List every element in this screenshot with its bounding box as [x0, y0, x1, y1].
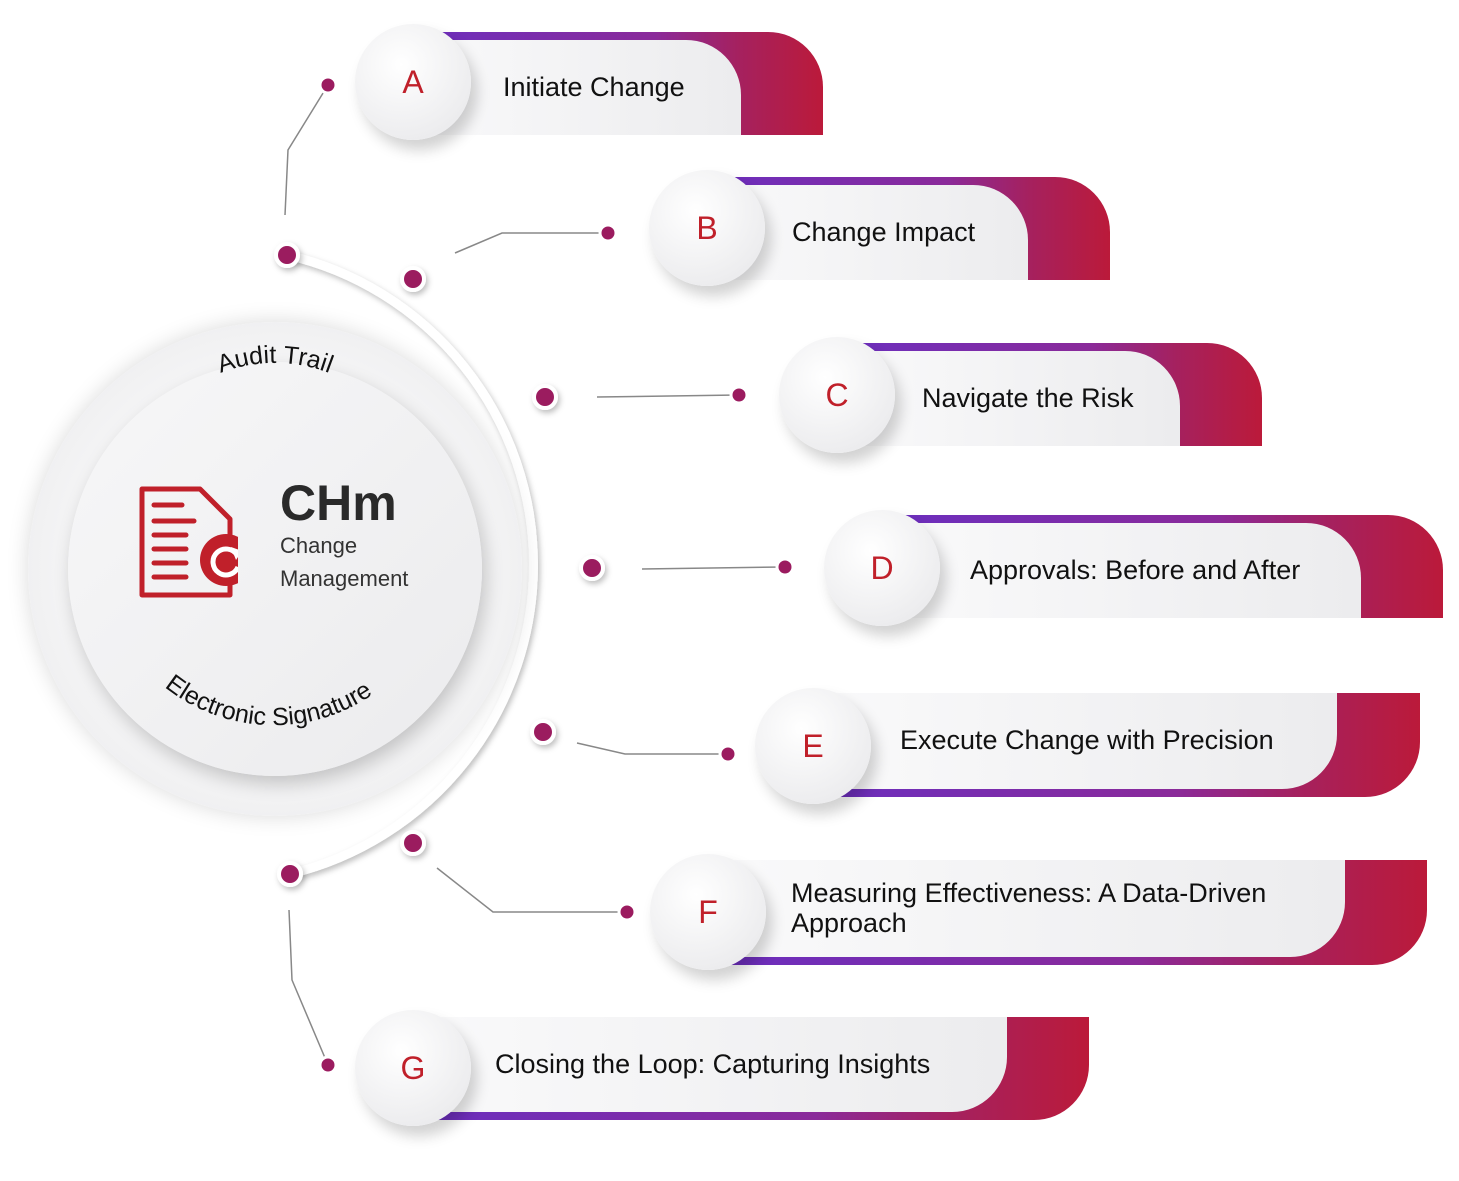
step-badge-f: F: [650, 854, 766, 970]
end-dot: [729, 385, 749, 405]
step-label: Change Impact: [792, 216, 976, 247]
step-letter: G: [400, 1049, 426, 1086]
center-arc-text: Audit Trail Electronic Signature: [161, 341, 377, 731]
step-badge-c: C: [779, 337, 895, 453]
step-label: Approvals: Before and After: [970, 554, 1301, 585]
step-badge-e: E: [755, 688, 871, 804]
step-card-e: Execute Change with Precision: [805, 693, 1420, 797]
step-label: Measuring Effectiveness: A Data-Driven A…: [791, 877, 1267, 938]
connector-b: [454, 232, 607, 254]
brand-subtitle-1: Change: [280, 533, 358, 558]
arc-dot: [400, 830, 426, 856]
svg-text:Electronic Signature: Electronic Signature: [161, 669, 377, 731]
connector-c: [596, 394, 739, 398]
center-brand: CHm Change Management: [280, 478, 408, 593]
arc-dot: [277, 861, 303, 887]
end-dot: [318, 75, 338, 95]
step-letter: B: [696, 209, 718, 246]
step-badge-a: A: [355, 24, 471, 140]
step-label: Closing the Loop: Capturing Insights: [495, 1048, 931, 1079]
end-dot: [318, 1055, 338, 1075]
step-label: Execute Change with Precision: [900, 725, 1274, 756]
document-refresh-icon: [139, 486, 238, 598]
arc-dot: [530, 719, 556, 745]
center-disc: [68, 362, 482, 776]
step-letter: C: [825, 376, 849, 413]
step-letter: F: [698, 893, 718, 930]
step-card-f: Measuring Effectiveness: A Data-Driven A…: [700, 860, 1427, 965]
step-badge-b: B: [649, 170, 765, 286]
step-letter: A: [402, 63, 424, 100]
electronic-signature-label: Electronic Signature: [161, 669, 377, 731]
arc-dot: [400, 266, 426, 292]
step-letter: E: [802, 727, 824, 764]
step-card-g: Closing the Loop: Capturing Insights: [405, 1017, 1089, 1120]
connector-a: [284, 84, 329, 216]
step-label: Initiate Change: [503, 71, 685, 102]
connector-g: [288, 909, 329, 1066]
step-badge-d: D: [824, 510, 940, 626]
end-dot: [775, 557, 795, 577]
connector-d: [641, 566, 785, 570]
audit-trail-label: Audit Trail: [214, 341, 337, 379]
end-dot: [718, 744, 738, 764]
arc-dot: [274, 242, 300, 268]
connector-f: [436, 867, 626, 913]
step-label: Navigate the Risk: [922, 382, 1134, 413]
arc-dot: [579, 555, 605, 581]
step-card-d: Approvals: Before and After: [875, 515, 1443, 618]
brand-name: CHm: [280, 475, 397, 531]
brand-subtitle-2: Management: [280, 565, 409, 591]
svg-text:Audit Trail: Audit Trail: [214, 341, 337, 379]
connector-e: [576, 742, 727, 755]
end-dot: [598, 223, 618, 243]
step-badge-g: G: [355, 1010, 471, 1126]
timeline-arc: [285, 250, 538, 879]
step-letter: D: [870, 549, 894, 586]
arc-dot: [532, 384, 558, 410]
end-dot: [617, 902, 637, 922]
